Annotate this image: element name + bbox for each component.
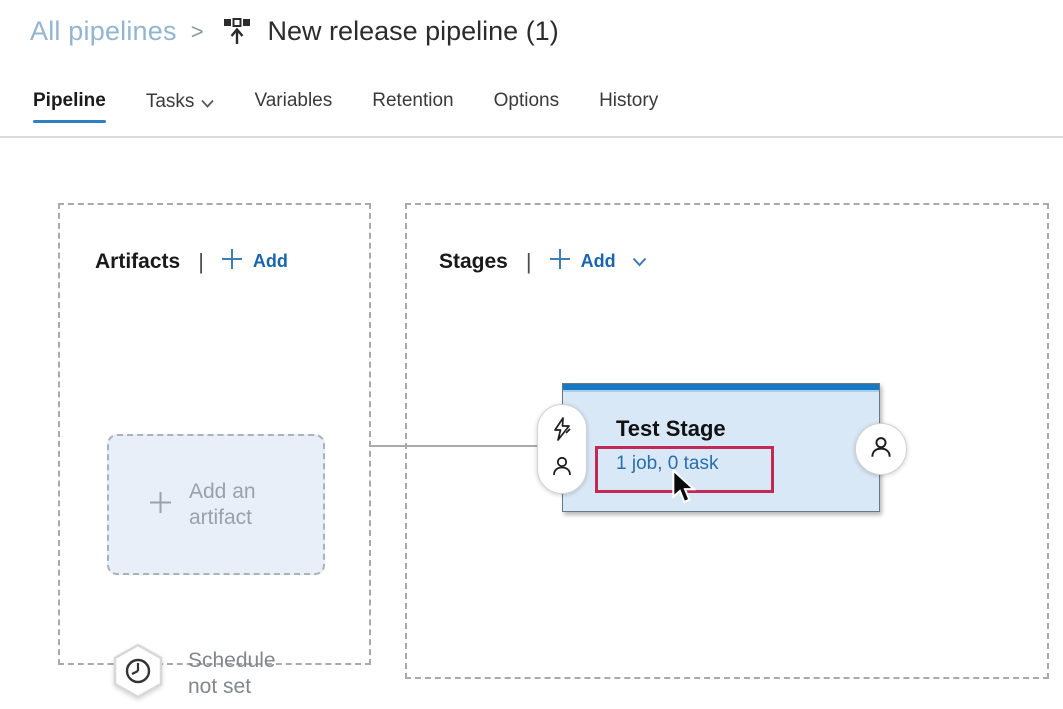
add-artifact-button[interactable]: Add — [220, 247, 288, 276]
page-title: New release pipeline (1) — [267, 15, 559, 46]
chevron-down-icon — [201, 92, 215, 114]
tab-variables-label: Variables — [254, 90, 333, 111]
artifacts-panel: Artifacts | Add Add an artifact — [58, 203, 371, 699]
add-artifact-placeholder-text: Add an artifact — [189, 479, 256, 529]
person-icon — [550, 454, 574, 483]
add-artifact-label: Add — [252, 251, 288, 271]
plus-icon — [220, 247, 244, 276]
artifacts-panel-header: Artifacts | Add — [95, 247, 288, 276]
tab-variables[interactable]: Variables — [254, 90, 332, 128]
release-pipeline-icon — [222, 16, 252, 51]
tab-tasks-label: Tasks — [145, 91, 195, 112]
add-stage-label: Add — [580, 251, 616, 271]
stage-card-accent-bar — [563, 384, 879, 392]
lightning-icon — [550, 416, 574, 447]
plus-icon — [147, 489, 174, 521]
stage-card[interactable]: Test Stage 1 job, 0 task — [562, 383, 880, 512]
tab-pipeline-label: Pipeline — [33, 90, 106, 111]
pre-deployment-conditions-button[interactable] — [537, 404, 587, 494]
tab-retention-label: Retention — [372, 90, 454, 111]
schedule-trigger: Schedule not set — [110, 643, 276, 704]
tab-options[interactable]: Options — [494, 90, 559, 128]
tab-bar: Pipeline Tasks Variables Retention Optio… — [33, 90, 658, 130]
stage-jobs-tasks-link[interactable]: 1 job, 0 task — [616, 453, 719, 474]
artifacts-header-separator: | — [198, 248, 204, 274]
breadcrumb-separator: > — [190, 19, 204, 44]
tab-pipeline[interactable]: Pipeline — [33, 90, 106, 128]
stages-header-separator: | — [525, 248, 532, 274]
stage-name: Test Stage — [616, 416, 726, 441]
tab-tasks[interactable]: Tasks — [146, 90, 215, 130]
mouse-cursor-icon — [670, 468, 700, 512]
schedule-status-text: Schedule not set — [188, 648, 276, 698]
tabbar-divider — [0, 136, 1063, 138]
post-deployment-conditions-button[interactable] — [855, 423, 907, 475]
person-icon — [868, 434, 894, 465]
add-stage-button[interactable]: Add — [548, 247, 647, 276]
tab-history[interactable]: History — [599, 90, 658, 128]
artifact-stage-connector-line — [370, 445, 540, 447]
breadcrumb: All pipelines > New release pipeline (1) — [30, 12, 559, 50]
tab-history-label: History — [599, 90, 659, 111]
pipeline-canvas: Artifacts | Add Add an artifact — [0, 138, 1063, 709]
stages-title: Stages — [439, 249, 508, 273]
tab-retention[interactable]: Retention — [372, 90, 453, 128]
clock-icon — [125, 658, 151, 684]
tab-options-label: Options — [493, 90, 560, 111]
breadcrumb-all-pipelines-link[interactable]: All pipelines — [30, 15, 177, 46]
schedule-hexagon-badge[interactable] — [110, 643, 166, 704]
add-an-artifact-box[interactable]: Add an artifact — [107, 434, 325, 575]
artifacts-title: Artifacts — [95, 249, 181, 273]
stages-panel-header: Stages | Add — [439, 247, 647, 276]
chevron-down-icon — [632, 254, 647, 272]
plus-icon — [548, 247, 572, 276]
